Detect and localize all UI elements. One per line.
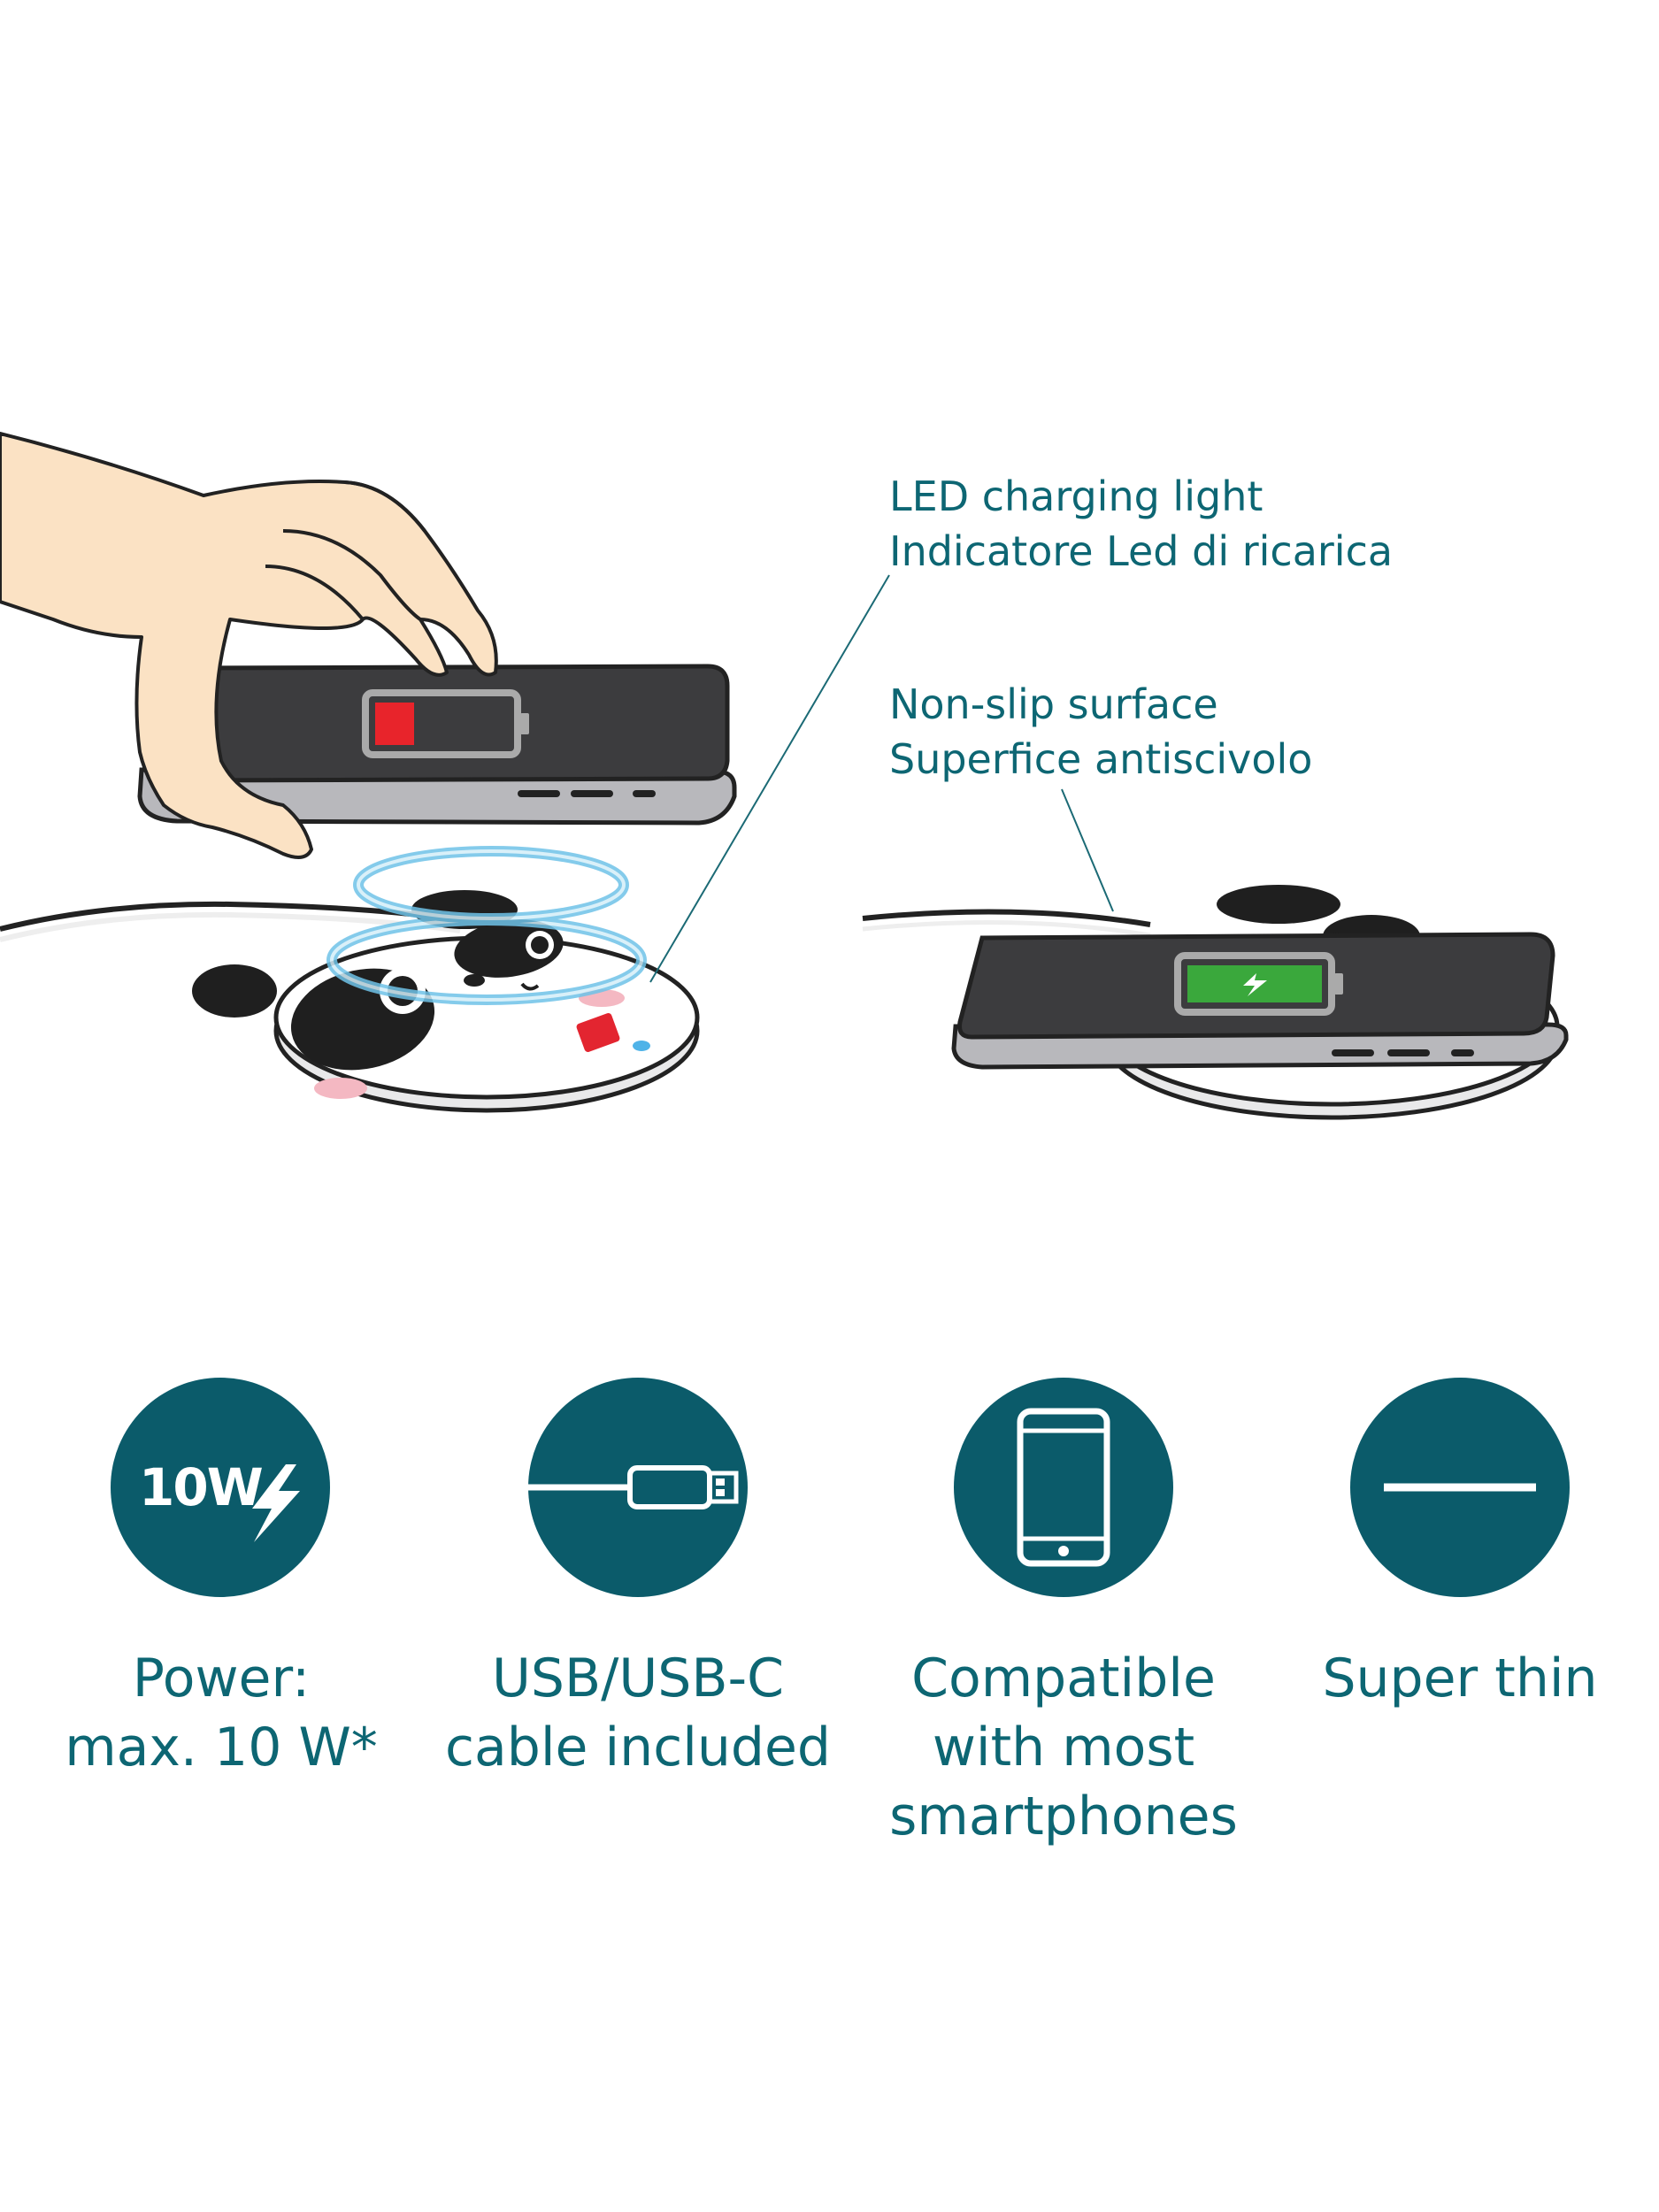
surface-callout: Non-slip surface Superfice antiscivolo — [889, 677, 1312, 787]
feature-line: Power: — [132, 1647, 311, 1709]
power-feature-label: Power: max. 10 W* — [44, 1644, 398, 1782]
led-callout-line1: LED charging light — [889, 472, 1263, 520]
surface-callout-line1: Non-slip surface — [889, 680, 1218, 728]
usb-feature-label: USB/USB-C cable included — [434, 1644, 841, 1782]
thin-badge — [1350, 1378, 1570, 1597]
power-10w-icon: 10W — [139, 1457, 264, 1517]
usb-cable-icon — [528, 1465, 739, 1509]
feature-line: USB/USB-C — [491, 1647, 785, 1709]
thin-feature-label: Super thin — [1274, 1644, 1646, 1713]
smartphone-icon — [1017, 1408, 1110, 1567]
feature-line: with most — [932, 1717, 1195, 1778]
feature-line: smartphones — [889, 1786, 1238, 1847]
feature-line: cable included — [445, 1717, 831, 1778]
power-badge: 10W — [111, 1378, 330, 1597]
compatibility-badge — [954, 1378, 1173, 1597]
usb-badge — [528, 1378, 748, 1597]
surface-callout-line2: Superfice antiscivolo — [889, 735, 1313, 783]
led-callout-line2: Indicatore Led di ricarica — [889, 527, 1394, 575]
phone-full-battery — [951, 932, 1569, 1070]
led-callout-line — [649, 574, 890, 983]
feature-line: Compatible — [911, 1647, 1216, 1709]
led-callout: LED charging light Indicatore Led di ric… — [889, 469, 1393, 579]
thin-line-icon — [1384, 1483, 1536, 1492]
wireless-waves — [326, 846, 647, 1005]
feature-line: max. 10 W* — [65, 1717, 378, 1778]
lightning-bolt-icon — [252, 1464, 300, 1542]
feature-line: Super thin — [1322, 1647, 1598, 1709]
led-indicator — [633, 1041, 650, 1051]
compatibility-feature-label: Compatible with most smartphones — [869, 1644, 1258, 1851]
hand-illustration — [0, 432, 498, 859]
surface-callout-line — [1061, 788, 1114, 912]
